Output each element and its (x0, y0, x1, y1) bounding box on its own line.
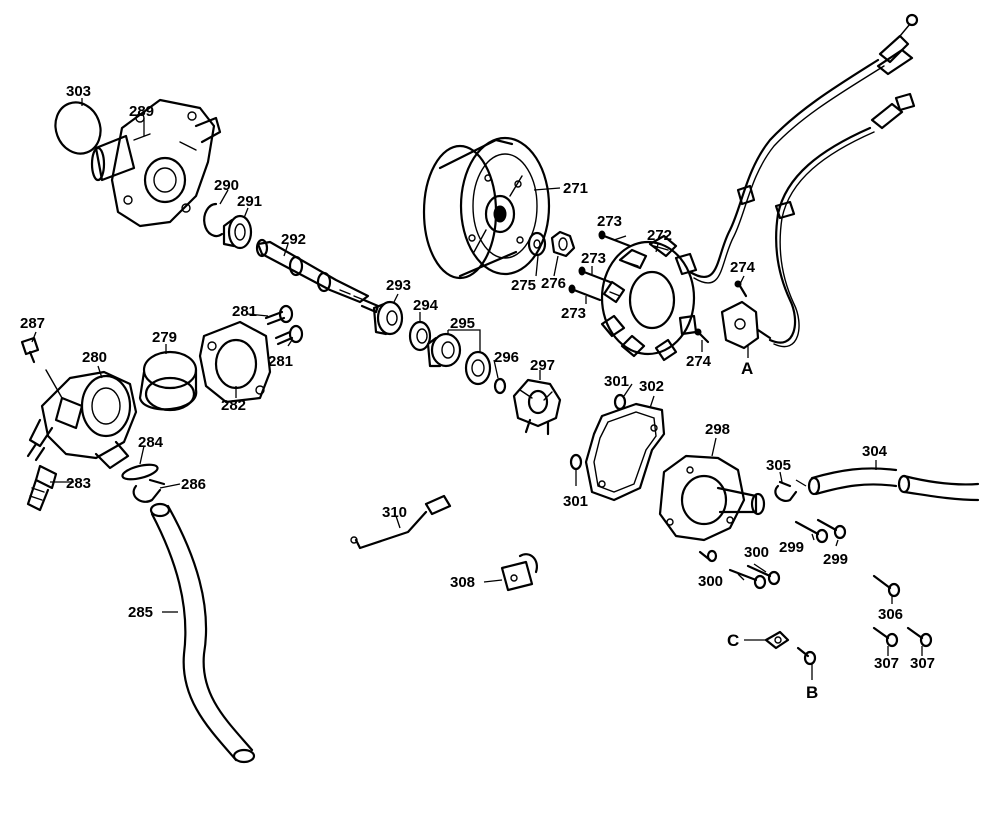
bolts-299 (794, 518, 847, 544)
label-295: 295 (450, 315, 475, 332)
label-284: 284 (138, 434, 164, 451)
thermostat-279 (138, 350, 198, 412)
bearing-291 (222, 214, 253, 250)
label-289: 289 (129, 103, 154, 120)
label-293: 293 (386, 277, 411, 294)
bearing-293 (372, 300, 404, 336)
label-280: 280 (82, 349, 107, 366)
label-306: 306 (878, 606, 903, 623)
label-301-a: 301 (604, 373, 629, 390)
thermostat-housing-280 (26, 369, 138, 470)
label-305: 305 (766, 457, 791, 474)
washer-296 (493, 377, 507, 395)
label-285: 285 (128, 604, 153, 621)
label-300-b: 300 (698, 573, 723, 590)
seal-294 (408, 320, 432, 352)
label-303: 303 (66, 83, 91, 100)
impeller-297 (512, 378, 562, 436)
clamp-286 (132, 478, 166, 503)
label-287: 287 (20, 315, 45, 332)
label-299-b: 299 (823, 551, 848, 568)
label-286: 286 (181, 476, 206, 493)
label-274-b: 274 (686, 353, 712, 370)
label-274-a: 274 (730, 259, 756, 276)
label-283: 283 (66, 475, 91, 492)
label-297: 297 (530, 357, 555, 374)
label-301-b: 301 (563, 493, 588, 510)
label-298: 298 (705, 421, 730, 438)
label-296: 296 (494, 349, 519, 366)
label-271: 271 (563, 180, 588, 197)
wiring-harness (688, 13, 919, 348)
label-292: 292 (281, 231, 306, 248)
nut-276 (550, 230, 576, 258)
o-ring-303 (54, 101, 102, 155)
label-273-c: 273 (561, 305, 586, 322)
gasket-282 (198, 320, 272, 404)
label-302: 302 (639, 378, 664, 395)
label-310: 310 (382, 504, 407, 521)
label-307-b: 307 (910, 655, 935, 672)
label-281-a: 281 (232, 303, 257, 320)
temp-sender-283 (26, 464, 58, 512)
mechanical-seal-295 (426, 332, 492, 386)
bracket-308 (500, 553, 538, 592)
hose-clamp-305 (774, 480, 798, 502)
flywheel-rotor-271 (422, 136, 551, 280)
leader-lines (31, 98, 923, 680)
label-308: 308 (450, 574, 475, 591)
pump-housing-289 (90, 98, 222, 228)
pump-cover-298 (658, 454, 766, 542)
circlip-290 (203, 202, 224, 238)
sensor-lead-310 (350, 494, 452, 550)
label-273-b: 273 (581, 250, 606, 267)
o-ring-284 (121, 463, 159, 481)
label-307-a: 307 (874, 655, 899, 672)
label-B: B (806, 683, 818, 702)
washer-C (764, 630, 790, 650)
dowels-301 (569, 393, 627, 471)
label-276: 276 (541, 275, 566, 292)
bolt-B (796, 646, 817, 666)
hose-304 (807, 467, 980, 502)
bolts-300 (698, 549, 781, 590)
label-304: 304 (862, 443, 888, 460)
label-275: 275 (511, 277, 536, 294)
part-number-labels: 303 289 290 291 292 271 273 272 273 274 … (20, 83, 935, 702)
label-299-a: 299 (779, 539, 804, 556)
pickup-coil-A (720, 300, 772, 350)
stator-272 (600, 234, 698, 362)
washer-275 (527, 231, 547, 257)
label-291: 291 (237, 193, 262, 210)
label-272: 272 (647, 227, 672, 244)
label-294: 294 (413, 297, 439, 314)
label-300-a: 300 (744, 544, 769, 561)
label-A: A (741, 359, 753, 378)
label-273-a: 273 (597, 213, 622, 230)
label-279: 279 (152, 329, 177, 346)
screws-274 (694, 280, 748, 344)
cover-gasket-302 (584, 402, 666, 502)
hose-285 (149, 502, 256, 764)
label-282: 282 (221, 397, 246, 414)
pump-shaft-292 (255, 238, 380, 314)
label-290: 290 (214, 177, 239, 194)
bolts-281 (264, 304, 304, 346)
bolts-306-307 (872, 574, 933, 648)
screws-273 (568, 230, 632, 302)
label-281-b: 281 (268, 353, 293, 370)
label-C: C (727, 631, 739, 650)
bleed-bolt-287 (20, 336, 40, 364)
